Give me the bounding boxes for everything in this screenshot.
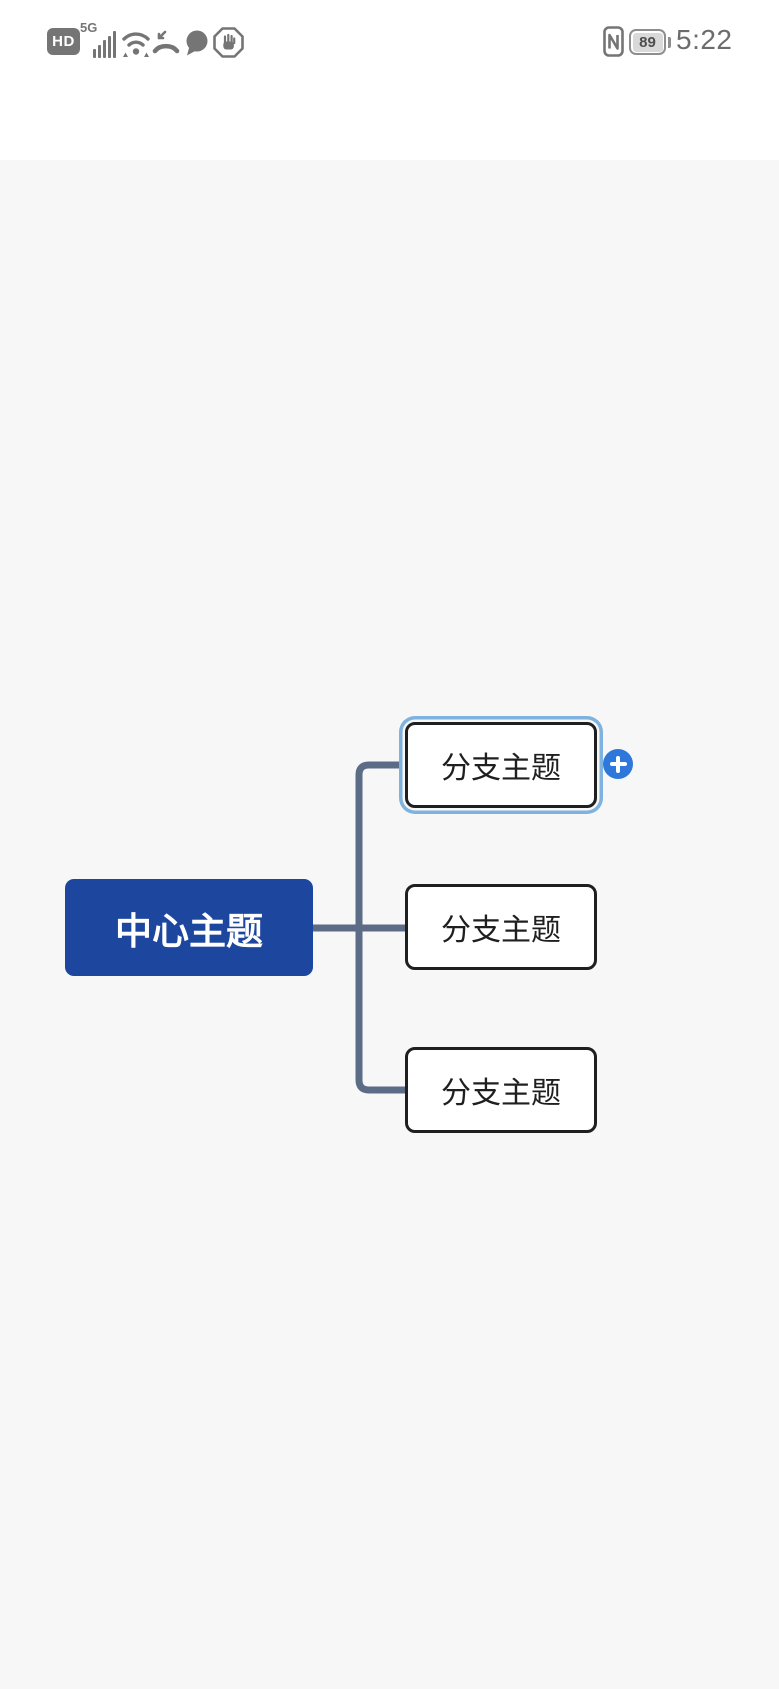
central-topic-node[interactable]: 中心主题 <box>65 879 313 976</box>
signal-bars-icon <box>93 31 117 58</box>
hd-badge-icon: HD <box>47 28 80 55</box>
add-subtopic-button[interactable] <box>603 749 633 779</box>
missed-call-icon <box>152 30 180 54</box>
branch-topic-node-1[interactable]: 分支主题 <box>405 722 597 808</box>
battery-level: 89 <box>632 32 663 52</box>
clock: 5:22 <box>676 24 733 55</box>
wifi-icon <box>122 32 150 57</box>
do-not-disturb-hand-icon <box>213 27 244 58</box>
branch-topic-node-3[interactable]: 分支主题 <box>405 1047 597 1133</box>
battery-icon: 89 <box>629 29 671 55</box>
nfc-icon <box>603 26 624 57</box>
toolbar <box>0 85 779 220</box>
plus-icon <box>615 755 621 773</box>
cellular-signal: 5G <box>80 20 118 58</box>
status-bar: HD 5G 89 5:22 <box>0 0 779 85</box>
message-bubble-icon <box>186 30 208 56</box>
branch-topic-node-2[interactable]: 分支主题 <box>405 884 597 970</box>
network-type-label: 5G <box>80 20 98 35</box>
